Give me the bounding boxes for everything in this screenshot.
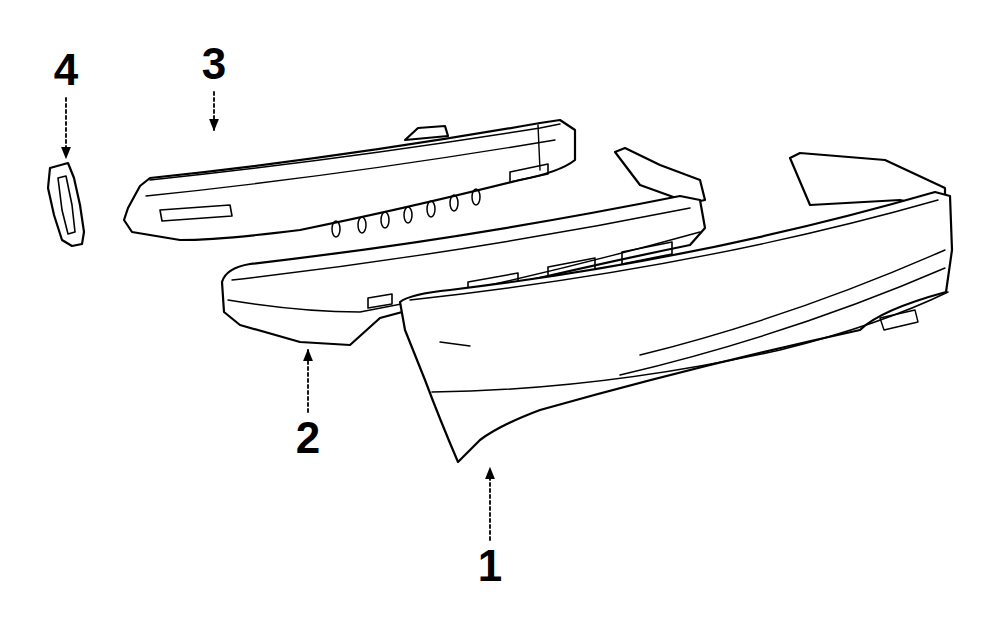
callout-number: 3 — [202, 42, 226, 86]
callout-number: 1 — [478, 544, 502, 588]
bracket-part — [48, 163, 84, 246]
callout-number: 4 — [54, 48, 78, 92]
leader-lines — [66, 92, 490, 540]
reinforcement-beam — [124, 120, 575, 240]
callout-number: 2 — [296, 416, 320, 460]
bumper-cover — [400, 153, 952, 462]
